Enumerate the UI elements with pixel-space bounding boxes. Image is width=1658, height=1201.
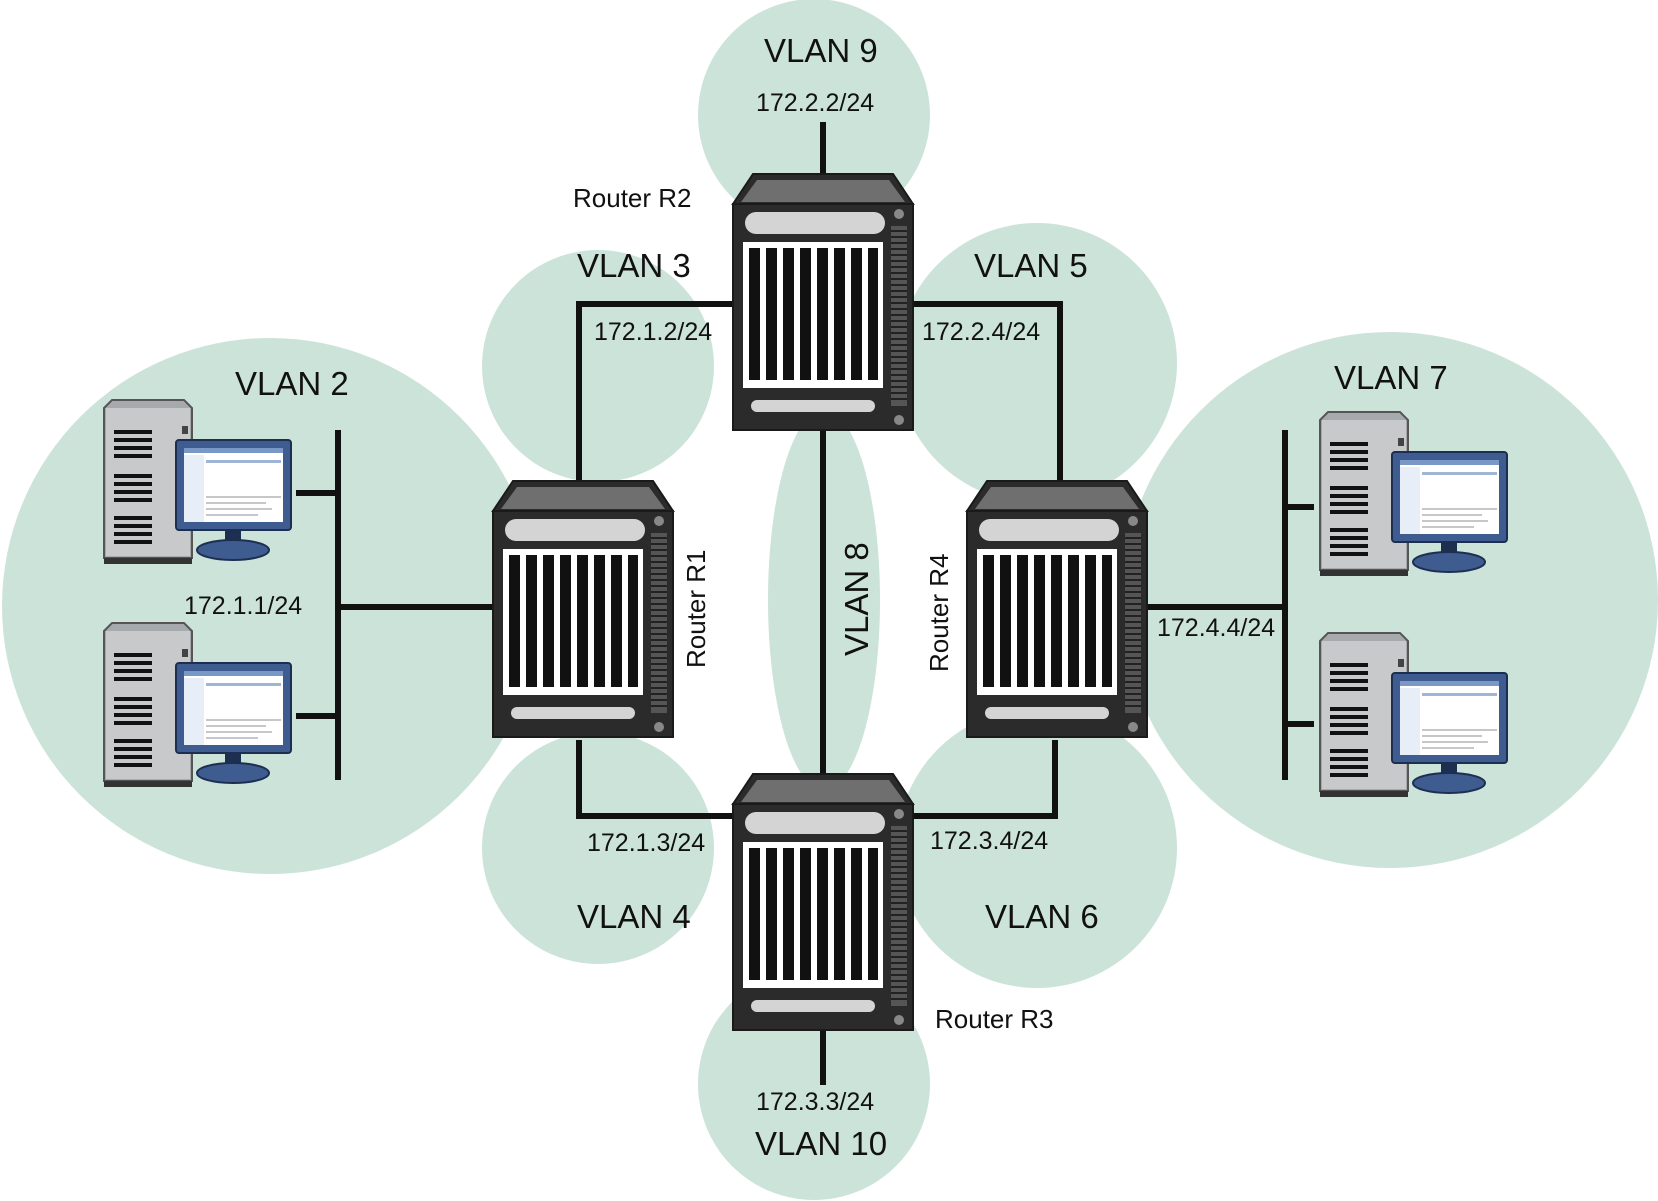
ip-r2-vlan9: 172.2.2/24 bbox=[756, 89, 874, 117]
vlan-9-label: VLAN 9 bbox=[764, 32, 878, 69]
vlan-2-label: VLAN 2 bbox=[235, 365, 349, 402]
router-r2-label: Router R2 bbox=[573, 183, 692, 213]
vlan-6-label: VLAN 6 bbox=[985, 898, 1099, 935]
router-r1-icon bbox=[492, 480, 674, 738]
router-r4-icon bbox=[966, 480, 1148, 738]
link-r3-r4 bbox=[907, 740, 1058, 819]
ip-r2-vlan5: 172.2.4/24 bbox=[922, 318, 1040, 346]
vlan-5-label: VLAN 5 bbox=[974, 247, 1088, 284]
ip-r3-vlan4: 172.1.3/24 bbox=[587, 829, 705, 857]
ip-r3-vlan6: 172.3.4/24 bbox=[930, 827, 1048, 855]
vlan-6-area bbox=[897, 708, 1177, 988]
router-r3-icon bbox=[732, 773, 914, 1031]
router-r3-label: Router R3 bbox=[935, 1004, 1054, 1034]
vlan-8-label: VLAN 8 bbox=[838, 542, 875, 656]
ip-r2-vlan3: 172.1.2/24 bbox=[594, 318, 712, 346]
router-r2-icon bbox=[732, 173, 914, 431]
vlan-3-area bbox=[482, 250, 714, 482]
vlan-3-label: VLAN 3 bbox=[577, 247, 691, 284]
router-r4-label: Router R4 bbox=[924, 554, 954, 673]
vlan-5-area bbox=[897, 223, 1177, 503]
vlan-7-area bbox=[1122, 332, 1658, 868]
vlan-10-label: VLAN 10 bbox=[755, 1125, 887, 1162]
router-r1-label: Router R1 bbox=[681, 550, 711, 669]
vlan-7-label: VLAN 7 bbox=[1334, 359, 1448, 396]
network-links bbox=[296, 122, 1314, 1085]
vlan-4-label: VLAN 4 bbox=[577, 898, 691, 935]
ip-r4-vlan7: 172.4.4/24 bbox=[1157, 614, 1275, 642]
link-r1-r2 bbox=[576, 301, 735, 480]
link-r1-r3 bbox=[576, 740, 735, 819]
vlan-4-area bbox=[482, 732, 714, 964]
link-r2-r4 bbox=[907, 301, 1063, 480]
ip-r1-vlan2: 172.1.1/24 bbox=[184, 592, 302, 620]
ip-r3-vlan10: 172.3.3/24 bbox=[756, 1088, 874, 1116]
